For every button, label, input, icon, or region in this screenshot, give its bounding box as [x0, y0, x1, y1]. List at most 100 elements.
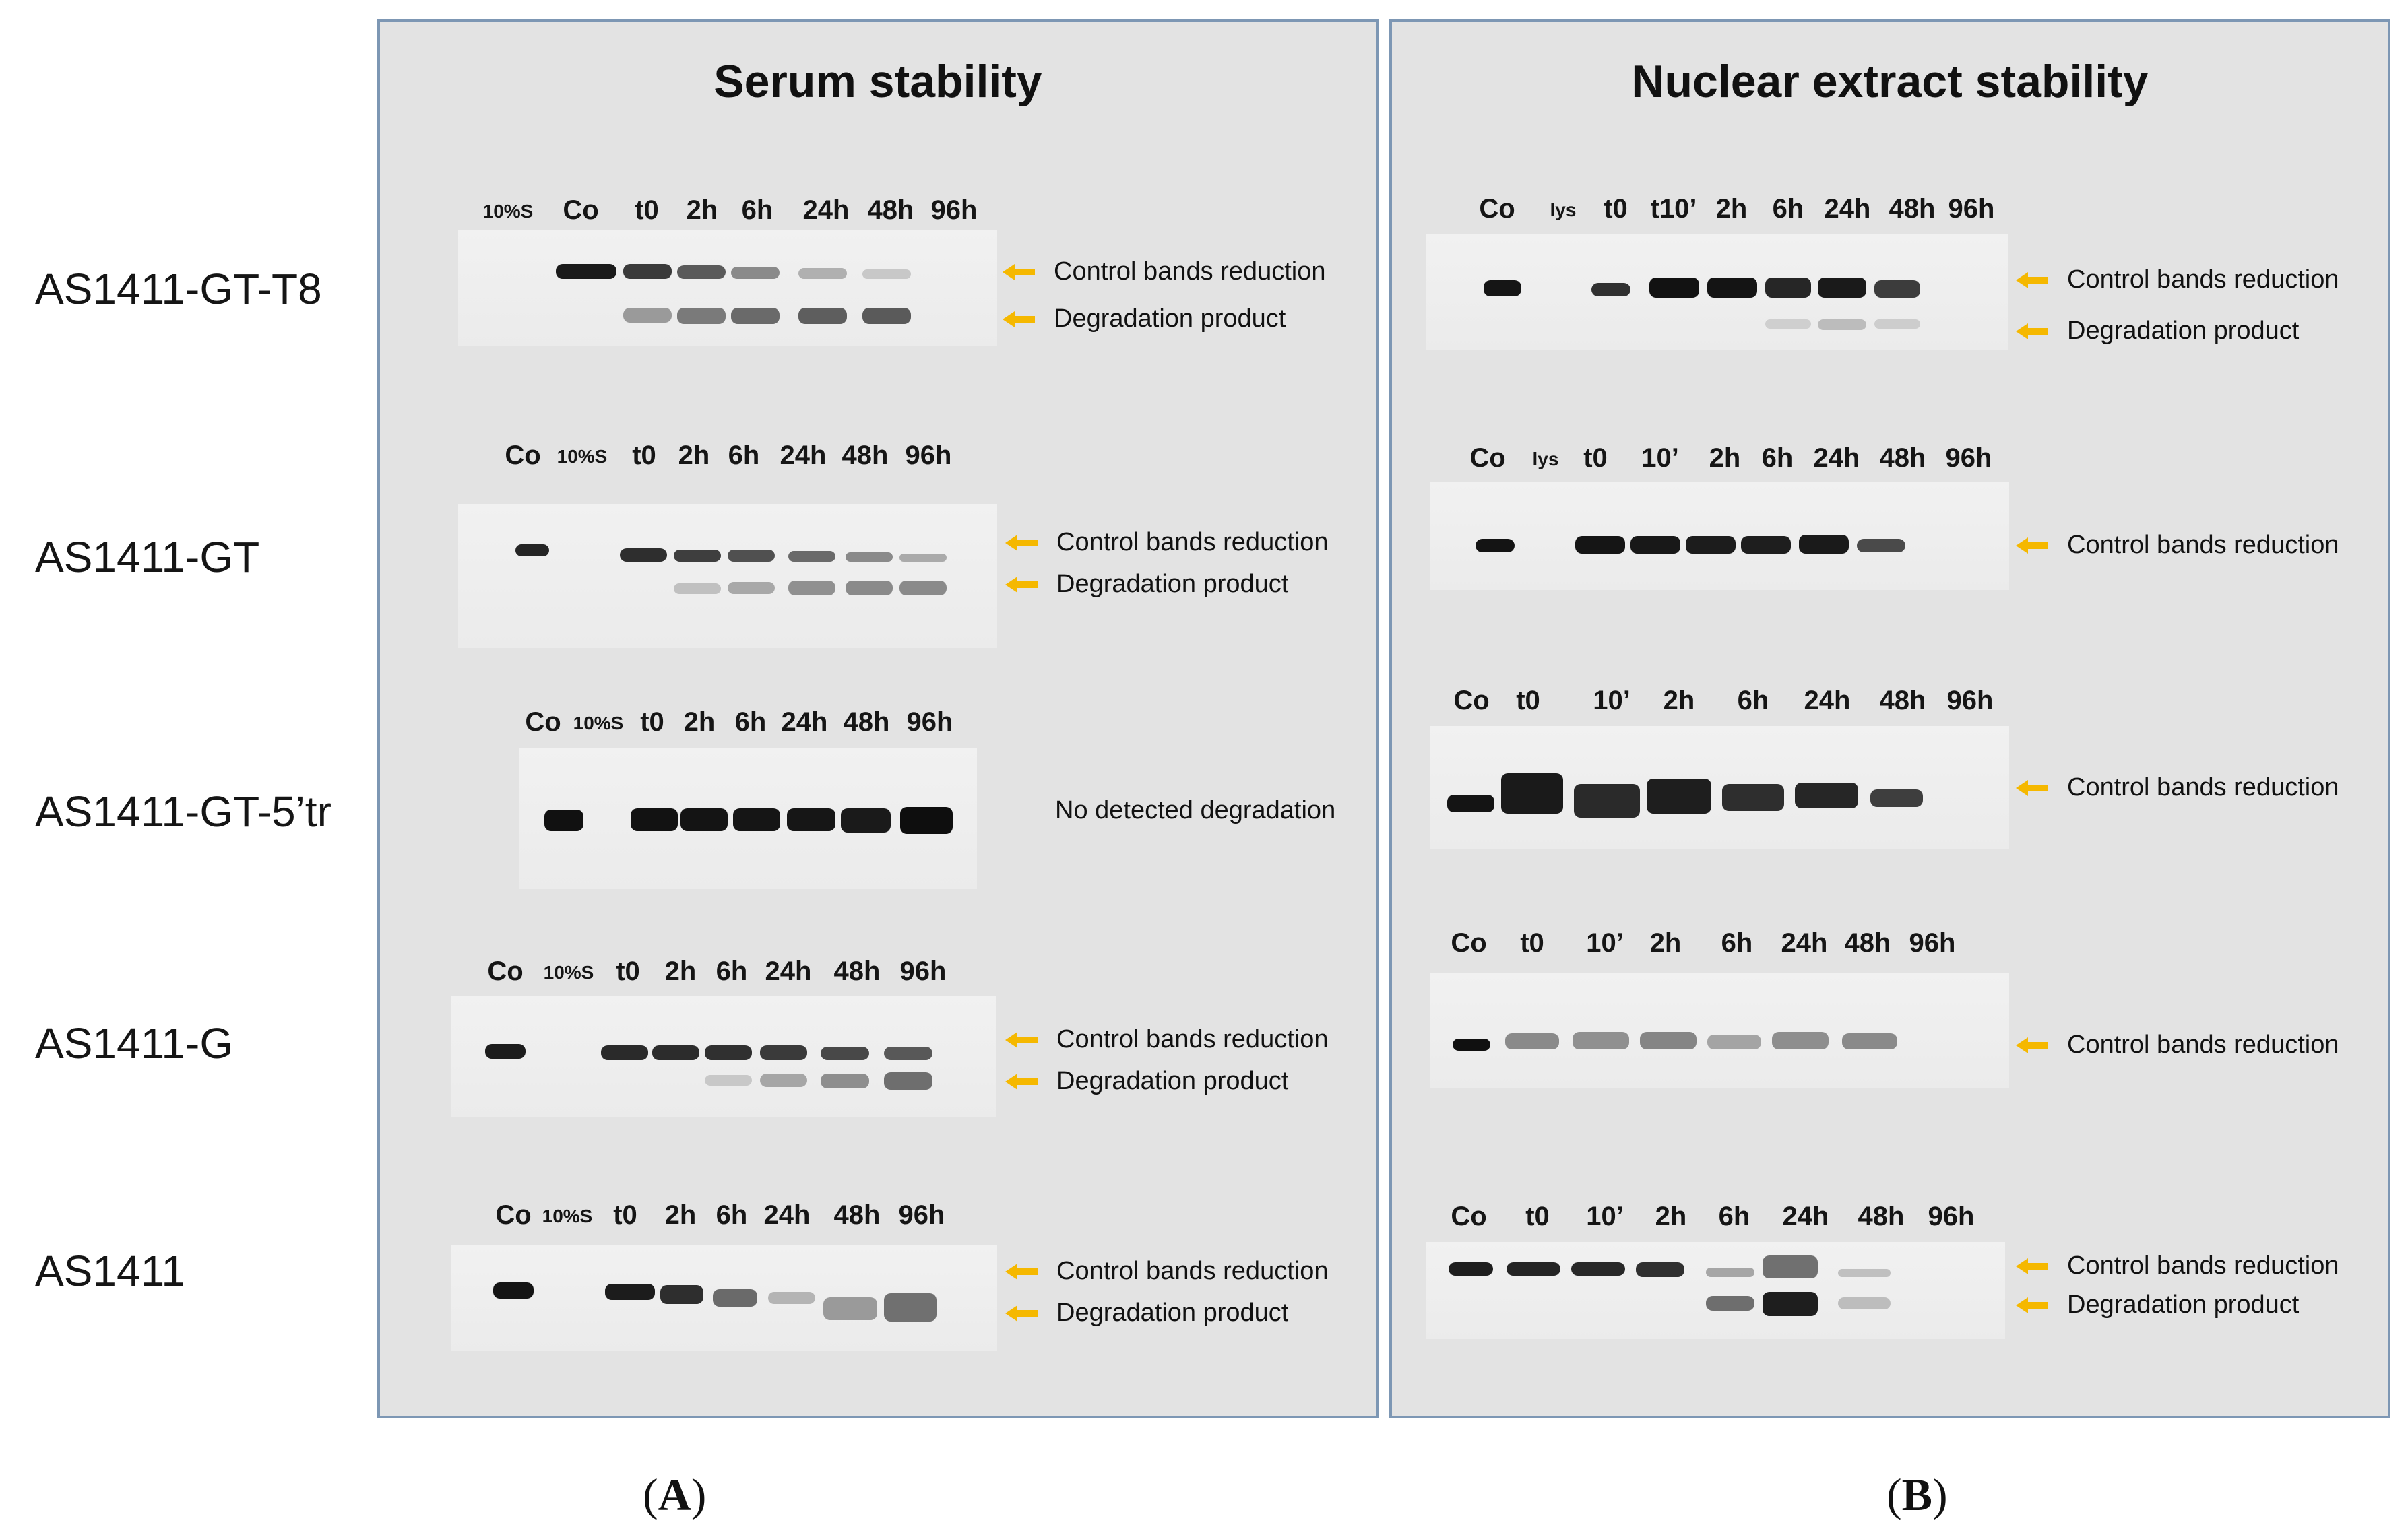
lane-label: t0: [1520, 928, 1544, 958]
lane-label: t10’: [1650, 194, 1697, 224]
lane-label: 10%S: [543, 962, 594, 983]
lane-label: 2h: [1715, 194, 1748, 224]
arrow-left-icon: [1005, 1073, 1038, 1090]
lane-label: 48h: [1858, 1202, 1905, 1231]
lane-label: 48h: [1879, 686, 1926, 715]
row-label-as1411-gt-t8: AS1411-GT-T8: [35, 265, 322, 313]
gel-a1-lane-labels: 10%S Co t0 2h 6h 24h 48h 96h: [380, 195, 1381, 236]
arrow-left-icon: [2016, 779, 2048, 796]
lane-label: lys: [1532, 449, 1559, 469]
annotation-no-degradation: No detected degradation: [1055, 796, 1336, 824]
gel-a2-lane-labels: Co 10%S t0 2h 6h 24h 48h 96h: [380, 441, 1381, 481]
lane-label: 48h: [843, 707, 890, 737]
annotation: Control bands reduction: [1005, 528, 1328, 557]
lane-label: Co: [487, 956, 524, 986]
arrow-left-icon: [2016, 1258, 2048, 1274]
lane-label: 6h: [716, 1200, 748, 1230]
lane-label: 24h: [1804, 686, 1851, 715]
lane-label: 24h: [1824, 194, 1871, 224]
lane-label: 2h: [1655, 1202, 1687, 1231]
lane-label: Co: [1479, 194, 1515, 224]
gel-image-a3: [519, 748, 977, 889]
gel-a5-lane-labels: Co 10%S t0 2h 6h 24h 48h 96h: [380, 1200, 1381, 1241]
arrow-left-icon: [2016, 323, 2048, 339]
arrow-left-icon: [1003, 311, 1035, 327]
lane-label: Co: [1451, 928, 1487, 958]
gel-image-b5: [1426, 1242, 2005, 1339]
panel-b-nuclear-extract-stability: Nuclear extract stability Co lys t0 t10’…: [1389, 19, 2390, 1418]
panel-a-serum-stability: Serum stability 10%S Co t0 2h 6h 24h 48h…: [377, 19, 1379, 1418]
annotation: Control bands reduction: [2016, 1251, 2339, 1280]
lane-label: Co: [495, 1200, 532, 1230]
lane-label: 48h: [1879, 443, 1926, 473]
lane-label: 96h: [899, 956, 947, 986]
lane-label: 2h: [1663, 686, 1695, 715]
lane-label: 10’: [1586, 1202, 1624, 1231]
gel-a3-lane-labels: Co 10%S t0 2h 6h 24h 48h 96h: [380, 707, 1381, 748]
lane-label: Co: [1469, 443, 1506, 473]
gel-b4-lane-labels: Co t0 10’ 2h 6h 24h 48h 96h: [1392, 928, 2393, 969]
lane-label: 48h: [833, 1200, 881, 1230]
lane-label: Co: [505, 441, 541, 470]
lane-label: 6h: [1772, 194, 1804, 224]
lane-label: t0: [1604, 194, 1628, 224]
annotation: Degradation product: [2016, 1291, 2299, 1319]
annotation: Control bands reduction: [2016, 265, 2339, 294]
lane-label: 48h: [833, 956, 881, 986]
lane-label: 96h: [1948, 194, 1995, 224]
lane-label: t0: [1516, 686, 1540, 715]
lane-label: t0: [635, 195, 659, 225]
annotation: Degradation product: [1005, 1299, 1288, 1328]
arrow-left-icon: [1003, 263, 1035, 280]
lane-label: 6h: [741, 195, 773, 225]
gel-a4-lane-labels: Co 10%S t0 2h 6h 24h 48h 96h: [380, 956, 1381, 997]
gel-b1-lane-labels: Co lys t0 t10’ 2h 6h 24h 48h 96h: [1392, 194, 2393, 234]
gel-image-a4: [451, 996, 996, 1117]
row-label-as1411-gt: AS1411-GT: [35, 533, 260, 581]
arrow-left-icon: [2016, 271, 2048, 288]
lane-label: 10%S: [573, 713, 624, 733]
lane-label: 2h: [686, 195, 718, 225]
lane-label: t0: [616, 956, 640, 986]
arrow-left-icon: [1005, 1031, 1038, 1048]
lane-label: 2h: [1649, 928, 1682, 958]
lane-label: 24h: [780, 441, 827, 470]
panel-a-title: Serum stability: [714, 56, 1042, 107]
lane-label: 48h: [1889, 194, 1936, 224]
lane-label: 6h: [734, 707, 767, 737]
gel-image-a1: [458, 230, 997, 346]
lane-label: Co: [525, 707, 561, 737]
gel-image-a5: [451, 1245, 997, 1351]
lane-label: 48h: [842, 441, 889, 470]
lane-label: 10’: [1593, 686, 1630, 715]
lane-label: 24h: [763, 1200, 811, 1230]
gel-b3-lane-labels: Co t0 10’ 2h 6h 24h 48h 96h: [1392, 686, 2393, 726]
lane-label: t0: [632, 441, 656, 470]
caption-panel-b: (B): [1887, 1469, 1948, 1520]
row-label-as1411-gt-5tr: AS1411-GT-5’tr: [35, 787, 331, 836]
lane-label: 48h: [867, 195, 914, 225]
lane-label: 10’: [1586, 928, 1624, 958]
lane-label: 6h: [1761, 443, 1794, 473]
lane-label: 10%S: [542, 1206, 593, 1227]
lane-label: lys: [1550, 199, 1577, 220]
annotation: Degradation product: [1003, 304, 1286, 333]
lane-label: 6h: [1737, 686, 1769, 715]
arrow-left-icon: [2016, 1037, 2048, 1053]
annotation: Control bands reduction: [2016, 531, 2339, 560]
lane-label: 24h: [1781, 928, 1828, 958]
panel-b-title: Nuclear extract stability: [1631, 56, 2149, 107]
lane-label: 24h: [1782, 1202, 1829, 1231]
lane-label: 10%S: [482, 201, 534, 222]
arrow-left-icon: [1005, 576, 1038, 593]
annotation: Control bands reduction: [1005, 1025, 1328, 1054]
annotation: Degradation product: [2016, 317, 2299, 346]
lane-label: 2h: [683, 707, 716, 737]
gel-image-b4: [1430, 973, 2009, 1088]
lane-label: 6h: [716, 956, 748, 986]
lane-label: 2h: [1709, 443, 1741, 473]
lane-label: 96h: [1928, 1202, 1975, 1231]
lane-label: 96h: [1946, 686, 1994, 715]
lane-label: 2h: [664, 1200, 697, 1230]
gel-b5-lane-labels: Co t0 10’ 2h 6h 24h 48h 96h: [1392, 1202, 2393, 1242]
